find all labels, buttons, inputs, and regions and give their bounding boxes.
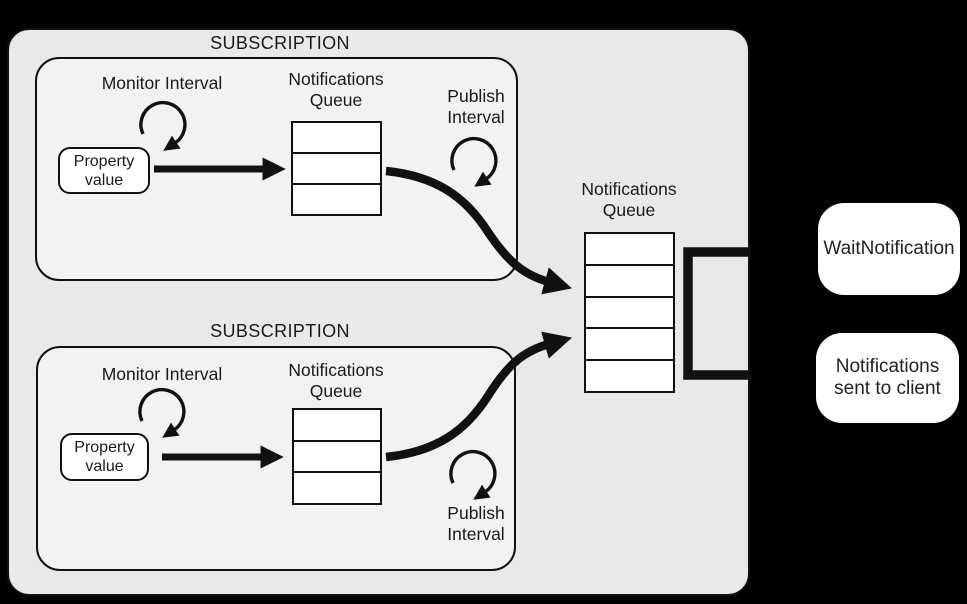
session-queue-label-line2: Queue (602, 200, 656, 220)
queue-cell (586, 234, 673, 264)
publish-interval-label-top: Publish Interval (447, 86, 504, 128)
publish-interval-top-line1: Publish (447, 86, 505, 106)
notifications-sent-box: Notifications sent to client (816, 333, 959, 423)
wait-notification-label: WaitNotification (823, 238, 955, 259)
queue-cell (586, 359, 673, 391)
property-value-box-top: Property value (58, 147, 150, 194)
session-notifications-queue (584, 232, 675, 393)
queue-cell (586, 327, 673, 360)
subscription-bottom-title: SUBSCRIPTION (210, 321, 350, 341)
session-queue-label: Notifications Queue (581, 179, 676, 221)
queue-label-top-line2: Queue (309, 90, 363, 110)
wait-notification-box: WaitNotification (818, 203, 960, 295)
notifications-sent-line1: Notifications (835, 356, 940, 377)
queue-cell (294, 439, 380, 472)
property-value-line1: Property (74, 439, 135, 456)
subscription-top-title: SUBSCRIPTION (210, 33, 350, 53)
notifications-sent-line2: sent to client (834, 378, 941, 399)
queue-label-top-line1: Notifications (288, 69, 384, 89)
publish-interval-bottom-line2: Interval (447, 524, 505, 544)
property-value-line2: value (85, 458, 124, 475)
session-queue-label-line1: Notifications (581, 179, 677, 199)
queue-cell (586, 263, 673, 296)
publish-interval-top-line2: Interval (447, 107, 505, 127)
monitor-interval-label-bottom: Monitor Interval (101, 364, 223, 384)
queue-cell (586, 295, 673, 328)
property-value-box-bottom: Property value (60, 433, 149, 481)
queue-cell (293, 183, 380, 214)
monitor-interval-label-top: Monitor Interval (101, 73, 223, 93)
queue-label-bottom: Notifications Queue (288, 360, 383, 402)
queue-cell (294, 471, 380, 504)
publish-interval-bottom-line1: Publish (447, 503, 505, 523)
queue-cell (294, 410, 380, 440)
property-value-line2: value (84, 171, 124, 189)
queue-label-top: Notifications Queue (288, 69, 383, 111)
property-value-line1: Property (73, 152, 135, 170)
queue-cell (293, 152, 380, 183)
queue-label-bottom-line1: Notifications (288, 360, 384, 380)
notifications-queue-bottom (292, 408, 382, 505)
queue-cell (293, 123, 380, 152)
notifications-queue-top (291, 121, 382, 216)
publish-interval-label-bottom: Publish Interval (447, 503, 504, 545)
queue-label-bottom-line2: Queue (309, 381, 363, 401)
